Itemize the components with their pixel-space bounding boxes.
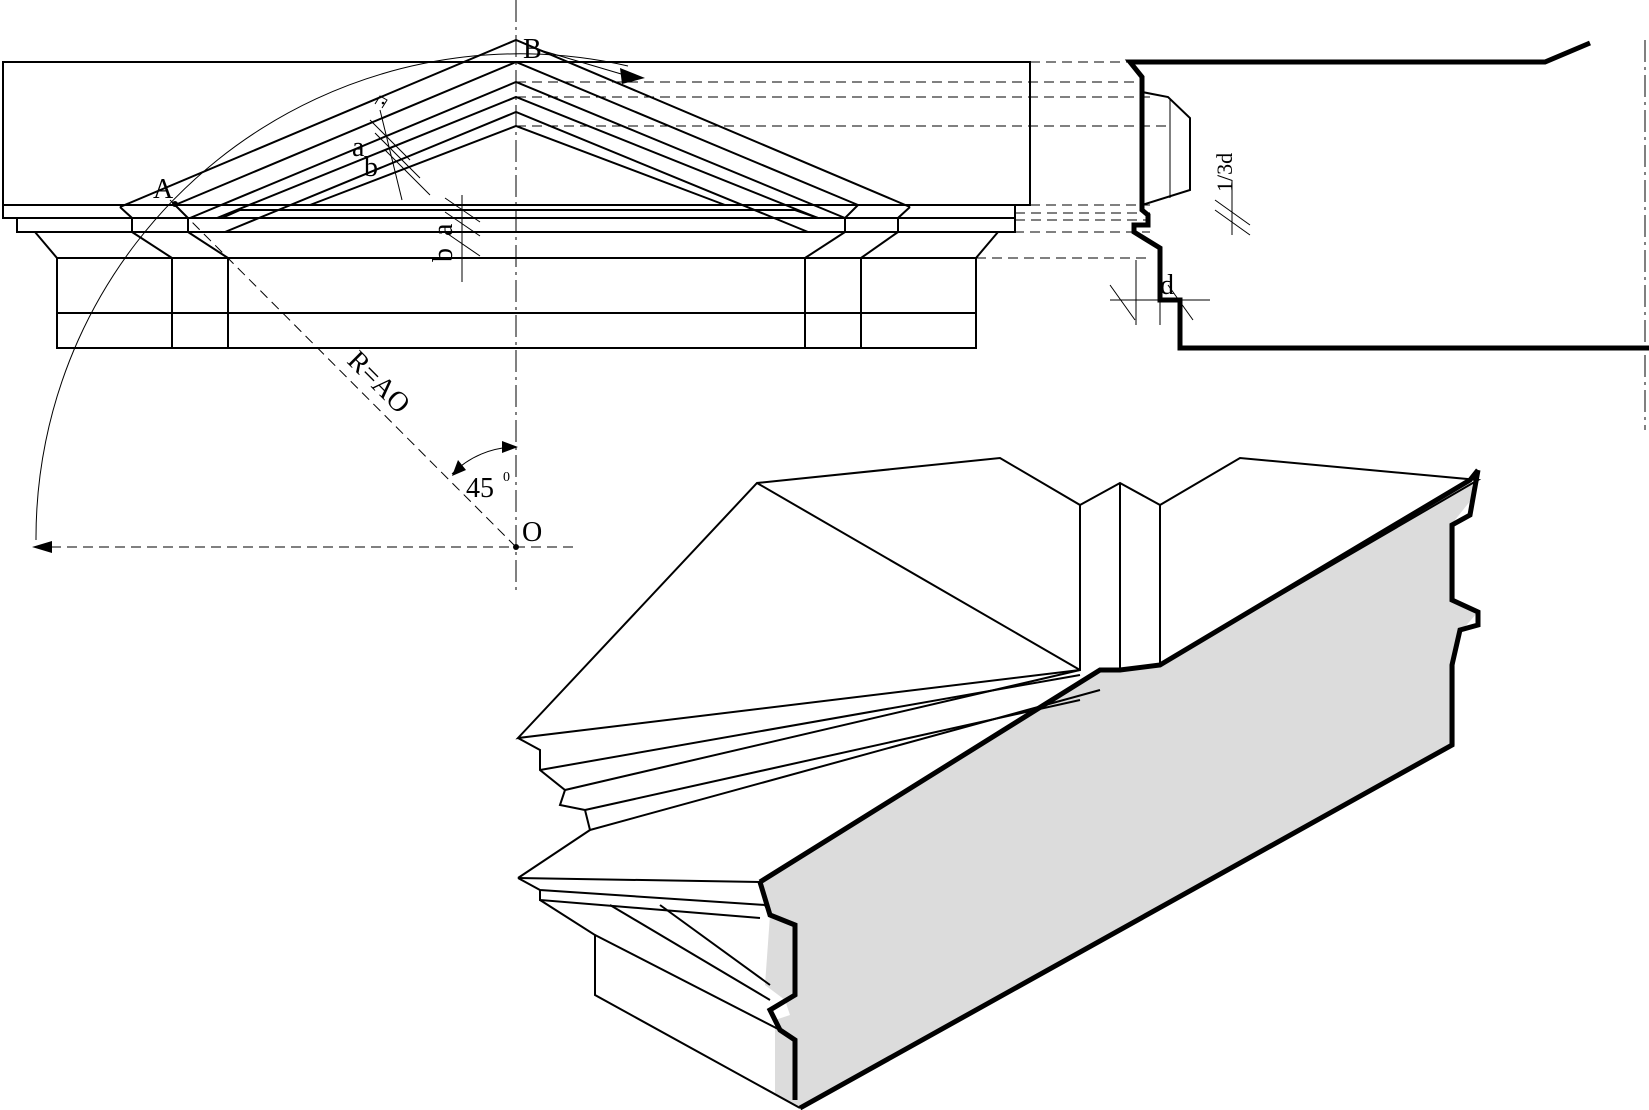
cornice-iso-top: [517, 877, 761, 883]
point-o-dot: [513, 544, 519, 550]
point-a-dot: [172, 201, 178, 207]
tick-d2: [1167, 284, 1194, 321]
profile-moulding: [1141, 91, 1191, 206]
frieze-iso-line-3: [659, 904, 771, 986]
label-point-b: B: [523, 34, 542, 65]
return-right-a: [897, 206, 911, 232]
label-dim-d: d: [1160, 270, 1174, 301]
frieze-iso-line-2: [609, 904, 771, 1001]
radius-line-ao: [169, 199, 517, 548]
roof-left-face: [515, 456, 1081, 740]
frieze-iso-front: [539, 899, 801, 1109]
tick-ba1: [444, 197, 481, 223]
tick-d1: [1109, 284, 1136, 321]
cornice-iso-lower: [539, 890, 761, 919]
tick-a1: [369, 119, 411, 161]
return-left-a: [119, 206, 133, 232]
iso-right-profile-thick: [798, 469, 1481, 1110]
dim-ab-line: [379, 109, 403, 201]
iso-left-profile-thick: [757, 881, 798, 1100]
upper-rake-line: [539, 674, 1081, 771]
frieze-iso-line: [594, 934, 781, 1031]
rake-moulding-2: [584, 699, 1081, 811]
return-right-d: [804, 231, 846, 259]
tick-third-d1: [1214, 199, 1251, 226]
label-dim-b-upper: b: [364, 152, 378, 183]
return-left-c: [131, 231, 173, 259]
front-elevation-view: A B O a b b a R=AO 45 0: [2, 0, 1031, 592]
tick-a2: [374, 132, 421, 179]
pediment-outer-rake: [119, 38, 911, 208]
pediment-rake-3: [189, 80, 846, 219]
construction-arc: [35, 53, 629, 541]
label-angle-value: 45: [466, 473, 494, 504]
label-point-o: O: [522, 517, 542, 548]
isometric-view: [515, 456, 1482, 1110]
return-right-c: [860, 231, 899, 259]
label-dim-a-upper: a: [352, 132, 365, 163]
label-angle-degree: 0: [503, 470, 510, 485]
right-angle-mark: [374, 95, 388, 109]
label-third-d: 1/3d: [1212, 153, 1237, 192]
angle-arrow-a: [452, 460, 466, 476]
roof-ridge-diagonal: [756, 482, 1081, 671]
iso-top-edge-thick: [758, 468, 1480, 885]
side-profile-view: 1/3d d: [516, 40, 1649, 430]
shaded-side-face: [760, 480, 1478, 1108]
cornice-iso-left: [517, 829, 591, 879]
tick-b1: [384, 149, 431, 196]
arc-arrow-head: [620, 68, 645, 84]
tick-ba3: [444, 231, 481, 257]
arrow-left-head: [32, 541, 52, 553]
label-dim-b-lower: b: [428, 248, 459, 262]
tympanum-base: [221, 209, 819, 219]
angle-arrow-b: [502, 441, 518, 453]
arc-arrow-tail: [539, 49, 629, 77]
tick-third-d2: [1214, 209, 1251, 236]
return-left-d: [187, 231, 229, 259]
label-dim-a-lower: a: [428, 223, 459, 236]
right-angle-dot: [381, 101, 385, 105]
cornice-top-band: [2, 205, 1016, 219]
profile-outline: [1124, 40, 1649, 351]
return-right-b: [844, 204, 859, 232]
tick-ba2: [444, 211, 481, 237]
label-point-a: A: [153, 174, 174, 205]
